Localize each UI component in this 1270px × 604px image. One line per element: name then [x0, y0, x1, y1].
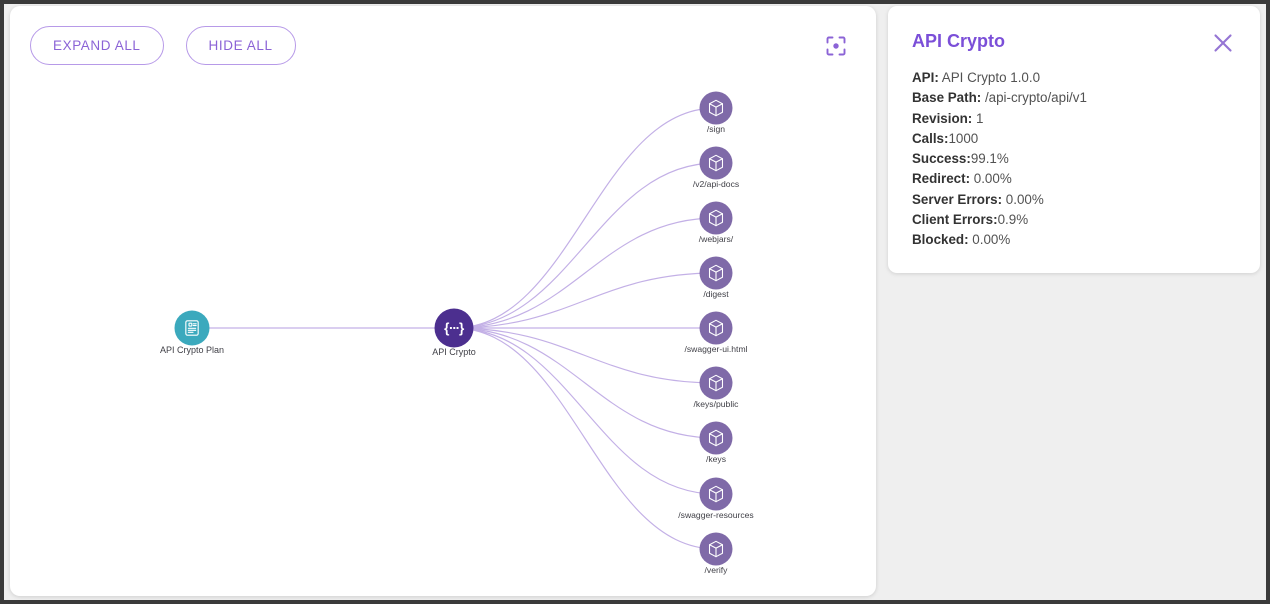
detail-value: 1: [972, 110, 984, 126]
detail-row: Revision: 1: [912, 109, 1236, 129]
graph-node-api-crypto-label: API Crypto: [432, 347, 476, 357]
graph-node-resource-7-label: /swagger-resources: [678, 510, 753, 520]
detail-value: 1000: [948, 130, 979, 146]
graph-edge-resource-6: [453, 327, 717, 439]
graph-edge-resource-7: [453, 327, 717, 495]
graph-node-resource-6-label: /keys: [706, 454, 726, 464]
graph-node-resource-7[interactable]: /swagger-resources: [678, 477, 754, 521]
graph-node-api-crypto-plan[interactable]: API Crypto Plan: [160, 310, 224, 356]
expand-all-button[interactable]: EXPAND ALL: [30, 26, 164, 65]
graph-node-resource-8[interactable]: /verify: [699, 532, 733, 576]
graph-node-resource-4-label: /swagger-ui.html: [684, 344, 747, 354]
detail-row: Client Errors:0.9%: [912, 210, 1236, 230]
graph-edge-resource-1: [453, 162, 717, 329]
detail-value: 0.9%: [997, 212, 1029, 228]
graph-node-resource-8-label: /verify: [705, 565, 729, 575]
detail-key: Success:: [912, 151, 971, 167]
detail-value: 0.00%: [1002, 191, 1044, 207]
graph-canvas-card: EXPAND ALL HIDE ALL: [10, 6, 876, 596]
detail-key: Blocked:: [912, 232, 969, 248]
detail-row: Redirect: 0.00%: [912, 169, 1236, 189]
graph-node-resource-2[interactable]: /webjars/: [699, 201, 734, 245]
detail-value: 99.1%: [970, 151, 1009, 167]
detail-key: Revision:: [912, 110, 973, 126]
details-panel-header: API Crypto: [912, 30, 1236, 56]
detail-row: Success:99.1%: [912, 149, 1236, 169]
graph-node-api-crypto-plan-label: API Crypto Plan: [160, 345, 224, 355]
hide-all-button[interactable]: HIDE ALL: [185, 26, 296, 65]
graph-node-resource-0[interactable]: /sign: [699, 91, 733, 135]
graph-node-resource-5[interactable]: /keys/public: [694, 366, 740, 410]
detail-key: Calls:: [912, 130, 949, 146]
detail-value: /api-crypto/api/v1: [981, 90, 1087, 106]
graph-node-resource-1[interactable]: /v2/api-docs: [693, 146, 739, 190]
detail-value: API Crypto 1.0.0: [938, 70, 1041, 85]
graph-edge-resource-3: [453, 272, 717, 329]
graph-edge-resource-8: [453, 327, 717, 550]
detail-row: Calls:1000: [912, 129, 1236, 149]
detail-key: API:: [912, 70, 939, 85]
detail-row: Server Errors: 0.00%: [912, 190, 1236, 210]
graph-node-resource-0-label: /sign: [707, 124, 725, 134]
graph-edge-layer: [192, 107, 717, 550]
detail-value: 0.00%: [970, 171, 1012, 187]
detail-key: Server Errors:: [912, 191, 1003, 207]
detail-value: 0.00%: [968, 232, 1011, 248]
detail-row: Blocked: 0.00%: [912, 230, 1236, 250]
graph-node-api-crypto[interactable]: {∙∙∙} API Crypto: [432, 308, 476, 358]
detail-key: Redirect:: [912, 171, 971, 187]
graph-node-resource-3[interactable]: /digest: [699, 256, 733, 300]
graph-node-resource-3-label: /digest: [703, 289, 729, 299]
detail-key: Base Path:: [912, 90, 982, 106]
graph-node-resource-2-label: /webjars/: [699, 234, 734, 244]
graph-node-layer: API Crypto Plan {∙∙∙} API Crypto/sign/v2/a…: [160, 91, 754, 576]
page-title: API Crypto: [912, 31, 1006, 51]
graph-node-api-crypto-circle[interactable]: [434, 308, 474, 348]
detail-key: Client Errors:: [912, 212, 998, 228]
detail-row: API: API Crypto 1.0.0: [912, 68, 1236, 88]
close-x-icon[interactable]: [1210, 30, 1236, 56]
graph-node-resource-6[interactable]: /keys: [699, 421, 733, 465]
graph-node-resource-4[interactable]: /swagger-ui.html: [684, 311, 748, 355]
graph-toolbar: EXPAND ALL HIDE ALL: [30, 26, 296, 65]
curly-braces-icon: {∙∙∙}: [444, 321, 465, 336]
graph-edge-resource-2: [453, 217, 717, 329]
graph-edge-resource-5: [453, 327, 717, 384]
graph-node-resource-5-label: /keys/public: [694, 399, 740, 409]
focus-center-icon[interactable]: [824, 34, 848, 58]
detail-row: Base Path: /api-crypto/api/v1: [912, 88, 1236, 108]
graph-node-resource-1-label: /v2/api-docs: [693, 179, 739, 189]
graph-edge-resource-0: [453, 107, 717, 329]
graph-svg: API Crypto Plan {∙∙∙} API Crypto/sign/v2/a…: [160, 91, 754, 576]
